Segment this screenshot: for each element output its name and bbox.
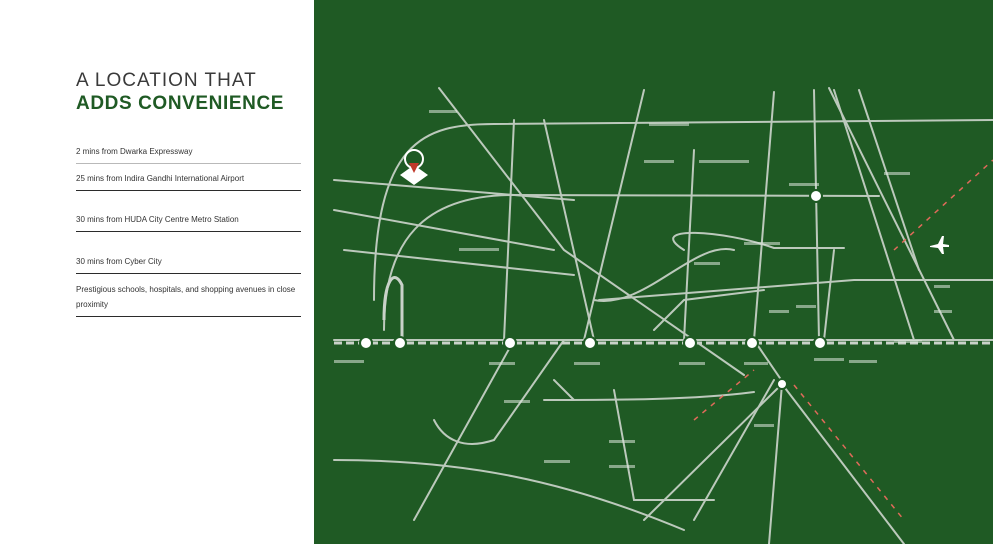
- station-node: [393, 336, 407, 350]
- junction-node: [776, 378, 788, 390]
- road: [598, 279, 993, 301]
- map-canvas: [333, 87, 993, 544]
- road: [333, 209, 555, 251]
- road: [672, 231, 845, 251]
- station-node: [683, 336, 697, 350]
- map-label-markers: [334, 110, 952, 468]
- road: [333, 459, 685, 531]
- location-map[interactable]: [314, 0, 993, 544]
- station-toll-plaza: [359, 336, 373, 350]
- highlight-amenities: Prestigious schools, hospitals, and shop…: [76, 282, 301, 317]
- highlight-cyber-city: 30 mins from Cyber City: [76, 254, 301, 274]
- road: [753, 91, 775, 341]
- highlight-airport: 25 mins from Indira Gandhi International…: [76, 171, 301, 191]
- road: [333, 179, 575, 201]
- heading-line-1: A LOCATION THAT: [76, 70, 257, 91]
- road: [493, 339, 565, 441]
- road: [593, 248, 735, 302]
- road-network: [333, 87, 993, 544]
- heading-line-2: ADDS CONVENIENCE: [76, 93, 285, 114]
- road: [683, 149, 695, 341]
- road: [343, 249, 575, 276]
- road: [613, 389, 715, 501]
- metro-line: [334, 276, 993, 345]
- station-node: [809, 189, 823, 203]
- road: [643, 383, 783, 521]
- road: [828, 87, 955, 341]
- road: [503, 119, 515, 341]
- road: [823, 249, 835, 341]
- station-node: [583, 336, 597, 350]
- road: [833, 89, 915, 341]
- road: [768, 383, 783, 544]
- road: [653, 289, 765, 331]
- station-node: [813, 336, 827, 350]
- info-panel: A LOCATION THAT ADDS CONVENIENCE 2 mins …: [0, 0, 314, 544]
- road: [373, 119, 993, 301]
- road: [553, 379, 575, 401]
- road: [781, 383, 905, 544]
- highlight-huda-metro: 30 mins from HUDA City Centre Metro Stat…: [76, 212, 301, 232]
- metro-stations: [359, 189, 827, 390]
- road: [813, 89, 820, 341]
- location-pin-icon: [400, 149, 428, 185]
- airplane-icon: [930, 236, 949, 254]
- road: [753, 339, 785, 385]
- road: [413, 339, 515, 521]
- road: [543, 391, 755, 401]
- station-node: [503, 336, 517, 350]
- road: [583, 89, 645, 341]
- road: [433, 419, 495, 445]
- road: [858, 89, 920, 271]
- station-node: [745, 336, 759, 350]
- road: [693, 379, 775, 521]
- highlight-dwarka-expressway: 2 mins from Dwarka Expressway: [76, 144, 301, 164]
- road: [543, 119, 595, 341]
- rail-dashed-line: [693, 159, 993, 521]
